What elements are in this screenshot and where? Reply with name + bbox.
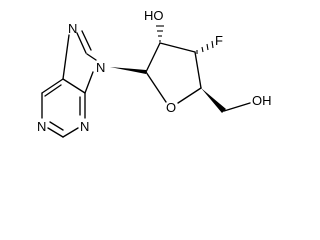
- bond-n7-c8-double: [81, 30, 92, 51]
- bond-c8-n9: [86, 53, 97, 61]
- hatch-c2-oh: [156, 25, 164, 42]
- molecule-structure: N N N N O HO F OH: [37, 8, 272, 138]
- atom-n7-label: N: [68, 21, 77, 36]
- bond-c2-c3: [159, 42, 196, 53]
- hydroxyl-5-label: OH: [252, 93, 272, 108]
- bond-n7-c8: [76, 32, 87, 54]
- wedge-c4-c5: [201, 88, 226, 113]
- bond-c3-c4: [194, 51, 202, 89]
- bond-c5-oh: [223, 102, 251, 112]
- ring-oxygen-label: O: [166, 100, 176, 115]
- bond-c5-c6-double: [44, 84, 62, 97]
- fluorine-label: F: [215, 33, 223, 48]
- bond-c1-c2: [145, 42, 161, 73]
- hydroxyl-2-label: HO: [144, 8, 164, 23]
- structure-canvas: N N N N O HO F OH: [37, 8, 272, 138]
- bond-n1-c2: [47, 127, 64, 138]
- bond-c4-o: [177, 87, 202, 104]
- bond-c5-c6: [41, 78, 64, 94]
- bond-c5-n7: [62, 34, 70, 80]
- hatch-c3-f: [196, 40, 214, 54]
- atom-n9-label: N: [96, 60, 105, 75]
- wedge-n9-c1: [110, 67, 146, 74]
- bond-c2-n3: [62, 127, 79, 138]
- atom-n1-label: N: [37, 119, 46, 134]
- bond-o-c1: [145, 71, 167, 103]
- bond-n9-c4: [84, 71, 94, 94]
- bond-c4-c5: [62, 78, 86, 94]
- bond-n1-c2-double: [49, 121, 64, 131]
- atom-n3-label: N: [80, 119, 89, 134]
